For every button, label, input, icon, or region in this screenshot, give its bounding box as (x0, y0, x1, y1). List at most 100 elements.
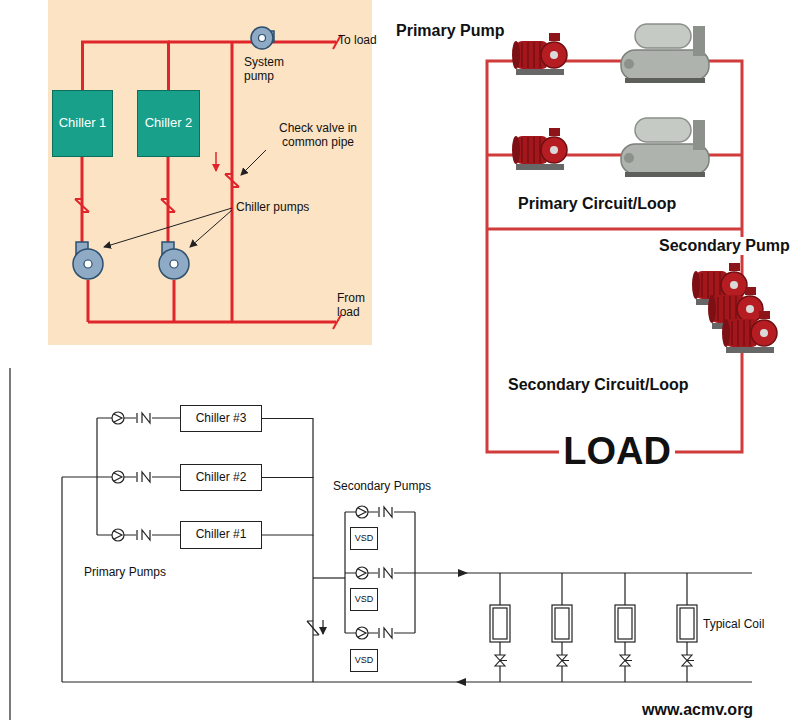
control-valve-symbol (557, 655, 569, 666)
pipe-line (62, 681, 752, 682)
coil-symbol (490, 605, 510, 642)
check-valve-symbol (307, 621, 319, 635)
secondary-pump-photo (692, 263, 777, 353)
node-label: Chiller 1 (59, 116, 107, 131)
chiller-pump-symbol (84, 260, 92, 268)
system-pump-symbol (259, 35, 266, 42)
pipe (82, 42, 336, 322)
node-text-group: Chiller #3 (196, 412, 247, 426)
valve-label: Check valve in common pipe (266, 122, 370, 150)
node-label: VSD (355, 655, 374, 665)
vsd-box: VSD (350, 527, 378, 550)
flow-arrow (215, 152, 217, 171)
part-label: Primary Pump (396, 22, 504, 40)
pipe (173, 280, 176, 322)
pump-symbol (112, 471, 124, 483)
coil-symbol (490, 605, 697, 642)
node-label: VSD (355, 533, 374, 543)
check-valve-symbol (137, 413, 392, 638)
chiller-photo (621, 118, 709, 177)
node-text-group: Chiller 1 (59, 116, 107, 131)
node-label: Chiller 2 (145, 116, 193, 131)
check-valve-symbol (137, 530, 150, 540)
pipe-line (61, 477, 62, 682)
coil-symbol (677, 605, 697, 642)
pump-symbol (114, 531, 122, 539)
node-label: Chiller #1 (196, 528, 247, 542)
flow-arrow (456, 678, 466, 686)
pipe-line (62, 476, 97, 477)
pump-symbol (114, 473, 122, 481)
chiller-box: Chiller 2 (137, 90, 200, 157)
node-label: Chiller #3 (196, 412, 247, 426)
check-valve-symbol (379, 507, 392, 517)
chiller-pump-symbol (170, 260, 178, 268)
chiller-box: Chiller #2 (180, 464, 262, 491)
node-label: VSD (355, 594, 374, 604)
node-label: Chiller #2 (196, 471, 247, 485)
check-valve-symbol (137, 413, 150, 423)
control-valve-symbol (495, 655, 507, 666)
watermark: www.acmv.org (642, 701, 753, 719)
pump-symbol (356, 506, 368, 518)
coil-symbol (555, 608, 569, 639)
node-text-group: VSD (355, 594, 374, 604)
primary-pump-photo (512, 128, 567, 170)
chiller-photo (621, 24, 709, 83)
pump-label: System pump (244, 56, 300, 84)
coil-symbol (615, 605, 635, 642)
pipe-line (62, 418, 752, 682)
loop-pipe (487, 61, 742, 452)
pipe-line (97, 534, 180, 535)
check-valve-symbol (75, 199, 89, 212)
loop-label: Secondary Circuit/Loop (508, 376, 688, 394)
vsd-box: VSD (350, 588, 378, 611)
control-valve-symbol (495, 655, 694, 666)
load-label: LOAD (559, 430, 675, 474)
primary-pump-photo (512, 33, 567, 75)
chiller-pump-symbol (159, 249, 189, 279)
pump-symbol (112, 412, 368, 639)
flow-arrow (458, 569, 468, 577)
chiller-box: Chiller 1 (52, 90, 113, 157)
system-pump-symbol (251, 27, 274, 49)
pipe-label: From load (337, 292, 373, 320)
pipe-connector (83, 42, 169, 90)
pipe-label: To load (338, 34, 377, 48)
pipe-connector (262, 478, 313, 536)
panel-ground (48, 0, 372, 345)
control-valve-symbol (620, 655, 632, 666)
pipe-line (313, 577, 345, 578)
leader-line (190, 210, 232, 247)
pipe (88, 321, 336, 324)
coil-symbol (680, 608, 694, 639)
margin-line (9, 368, 10, 720)
pump-symbol (112, 412, 124, 424)
pump-symbol (358, 629, 366, 637)
coil-symbol (618, 608, 632, 639)
leader-line (241, 150, 266, 175)
leader-line (104, 150, 266, 247)
node-text-group: VSD (355, 655, 374, 665)
pipe-line (97, 417, 180, 418)
part-label: Secondary Pump (655, 237, 794, 255)
pipe-end-mark (333, 35, 341, 329)
coil-label: Typical Coil (703, 618, 764, 632)
pipe-line (312, 535, 313, 682)
pump-label: Chiller pumps (236, 201, 309, 215)
coil-symbol (552, 605, 572, 642)
node-text-group: Chiller 2 (145, 116, 193, 131)
pipe (87, 280, 90, 322)
pipe-line (97, 476, 180, 477)
flow-arrow (456, 569, 468, 686)
group-label: Secondary Pumps (333, 480, 431, 494)
system-pump-symbol (251, 27, 273, 49)
pump-symbol (112, 529, 124, 541)
pump-symbol (358, 569, 366, 577)
control-valve-symbol (682, 655, 694, 666)
loop-pipe (487, 228, 742, 231)
pipe-connector (262, 419, 313, 478)
check-valve-symbol (322, 620, 323, 634)
